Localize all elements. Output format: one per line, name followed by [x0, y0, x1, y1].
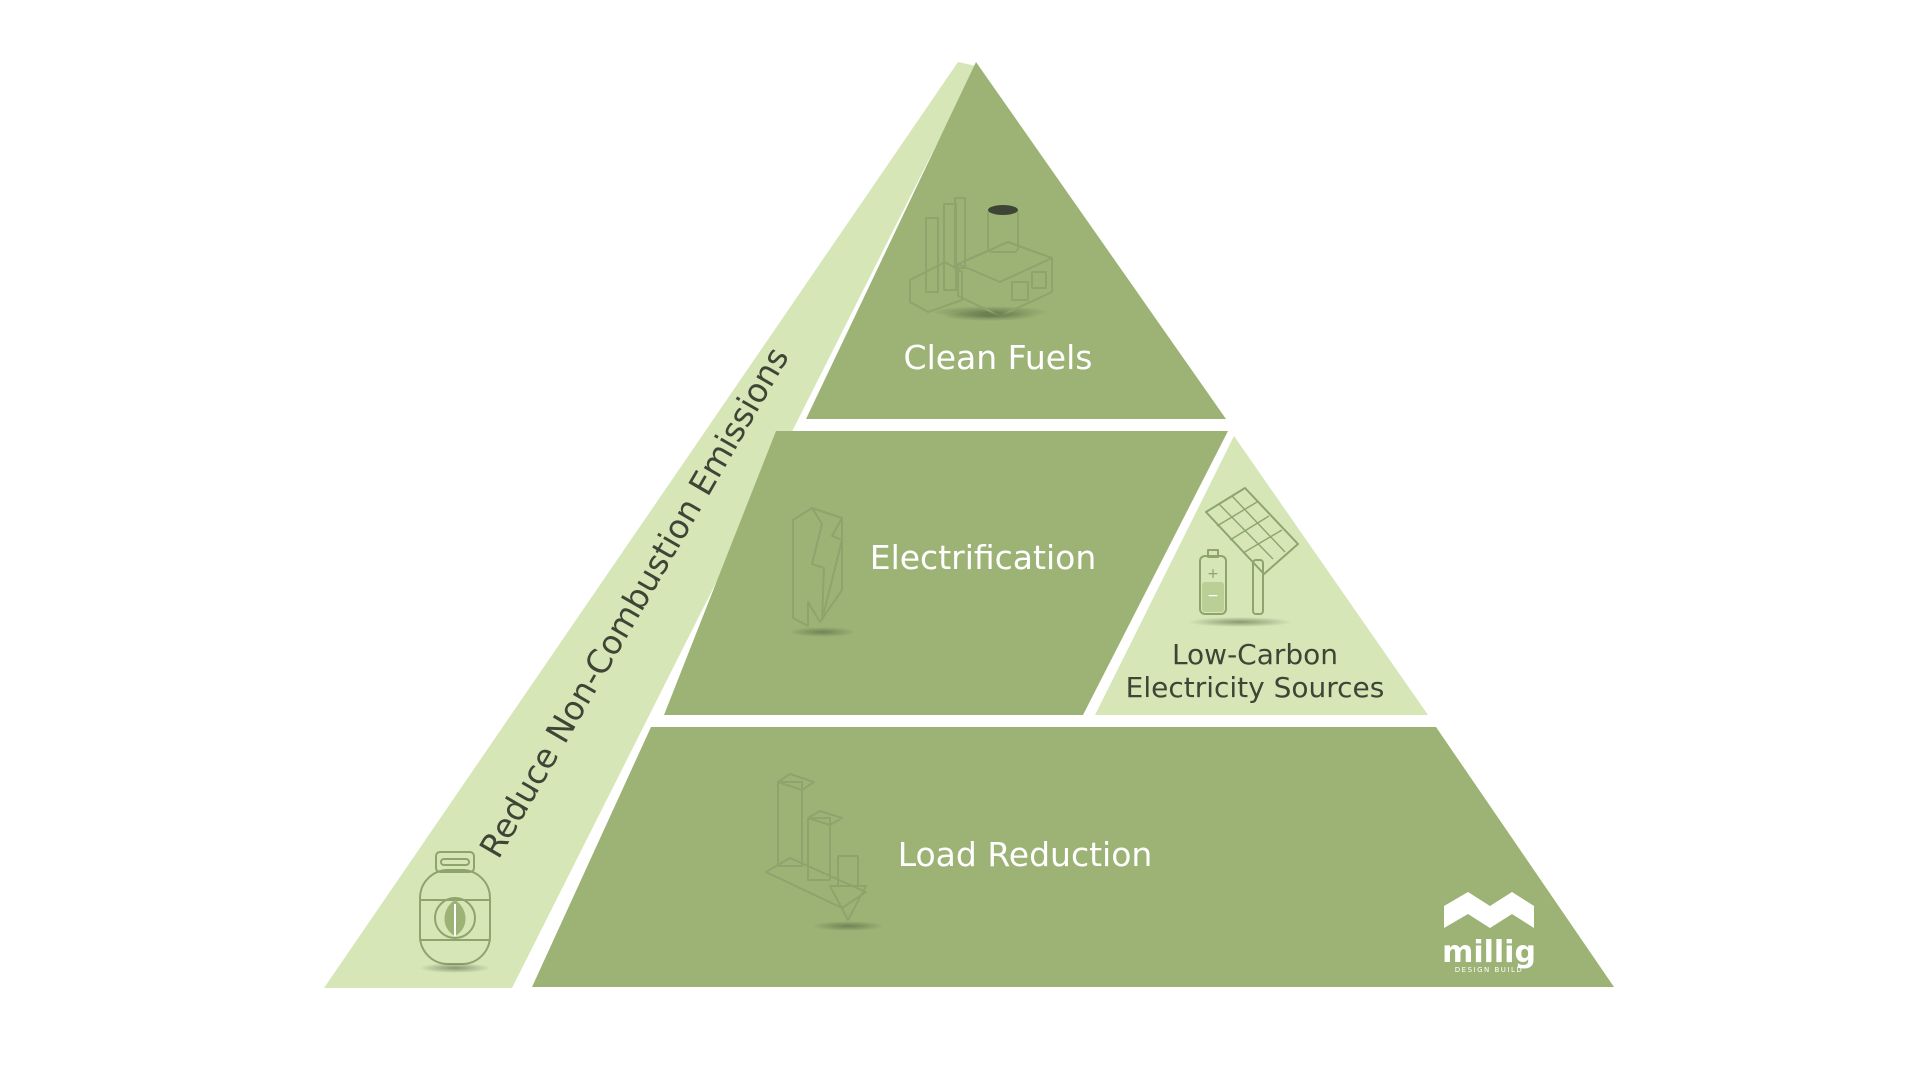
electrification-label: Electrification [870, 538, 1097, 577]
electrification-icon-shadow [788, 627, 856, 637]
clean-fuels-icon-shadow [942, 311, 1038, 321]
lightning-bolt-icon [792, 507, 843, 627]
low-carbon-icon-shadow [1188, 617, 1292, 627]
tier-low-carbon [1095, 436, 1428, 715]
logo-subtitle: DESIGN BUILD [1455, 966, 1524, 974]
tier-clean-fuels [806, 62, 1226, 419]
side-band [324, 62, 976, 988]
declining-bars-arrow-icon [765, 773, 867, 921]
logo-wordmark: millig [1442, 935, 1536, 970]
clean-fuels-label: Clean Fuels [904, 338, 1093, 377]
low-carbon-label-line2: Electricity Sources [1126, 671, 1385, 704]
millig-logo: millig DESIGN BUILD [1442, 892, 1536, 974]
side-band-icon-shadow [419, 963, 491, 973]
logo-mark-icon [1444, 892, 1534, 928]
solar-panel-battery-icon: + − [1199, 487, 1299, 615]
tier-electrification [664, 431, 1228, 715]
svg-text:−: − [1207, 588, 1219, 604]
load-reduction-icon-shadow [812, 921, 884, 931]
low-carbon-label-line1: Low-Carbon [1172, 638, 1338, 671]
load-reduction-label: Load Reduction [898, 835, 1153, 874]
svg-text:+: + [1207, 566, 1219, 582]
